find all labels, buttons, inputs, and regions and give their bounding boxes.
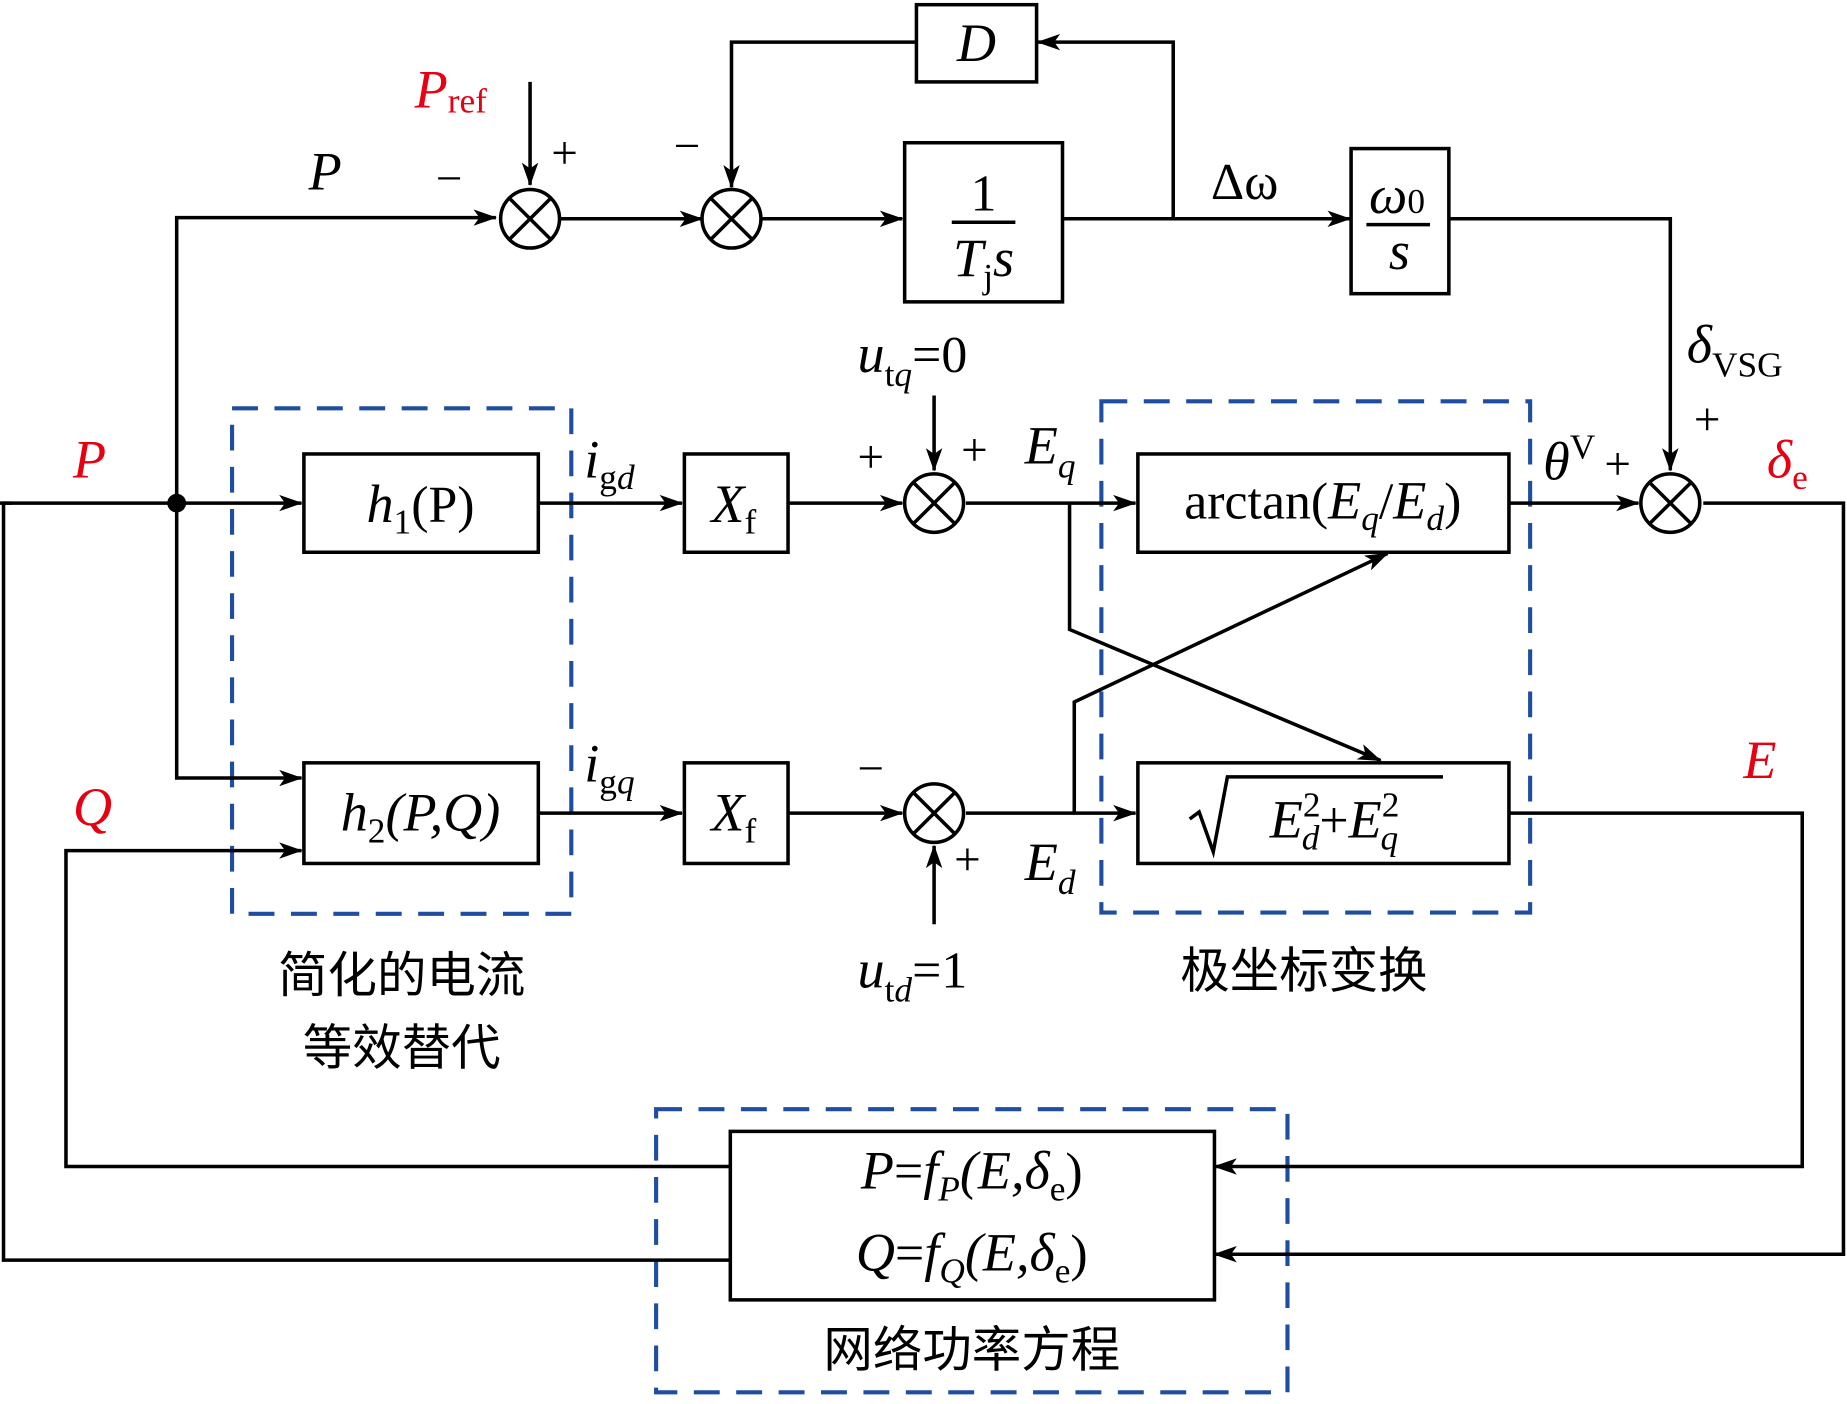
damping-label: D bbox=[956, 13, 996, 73]
sum-junction-1 bbox=[498, 187, 562, 250]
wire-omega-to-damping bbox=[1036, 33, 1175, 219]
inertia-denominator: Tjs bbox=[953, 228, 1014, 296]
label-delta-omega: Δω bbox=[1211, 154, 1278, 211]
sum-junction-2 bbox=[700, 187, 763, 250]
label-polar-transform: 极坐标变换 bbox=[1180, 942, 1427, 1000]
label-u-tq: utq=0 bbox=[858, 324, 968, 394]
xf-block-bottom: Xf bbox=[682, 761, 790, 866]
network-p-equation: P=fP(E,δe) bbox=[860, 1141, 1083, 1209]
sign-sum1-left: − bbox=[436, 153, 463, 205]
arctan-label: arctan(Eq/Ed) bbox=[1184, 470, 1461, 538]
inertia-block: 1 Tjs bbox=[902, 140, 1065, 304]
label-e-d: Ed bbox=[1024, 832, 1076, 902]
label-q-input: Q bbox=[73, 777, 112, 837]
damping-block: D bbox=[914, 2, 1039, 84]
network-q-equation: Q=fQ(E,δe) bbox=[856, 1223, 1088, 1291]
sum-junction-3 bbox=[902, 472, 966, 535]
wire-delta-e-to-network bbox=[1213, 501, 1846, 1263]
sign-sum5-top: + bbox=[1694, 394, 1721, 446]
label-current-equivalent-1: 简化的电流 bbox=[278, 946, 525, 1004]
label-delta-e: δe bbox=[1767, 430, 1808, 498]
arctan-block: arctan(Eq/Ed) bbox=[1136, 452, 1511, 554]
sqrt-sign bbox=[1188, 775, 1443, 859]
label-delta-vsg: δVSG bbox=[1687, 315, 1783, 385]
label-i-gd: igd bbox=[584, 430, 635, 498]
xf-bottom-label: Xf bbox=[709, 783, 756, 851]
wire-damping-to-sum2 bbox=[723, 40, 917, 189]
label-p-input: P bbox=[72, 430, 106, 490]
wire-p-to-sum1 bbox=[174, 209, 498, 504]
h1-block: h1(P) bbox=[302, 452, 541, 554]
group-current-equivalent bbox=[229, 406, 574, 916]
h2-label: h2(P,Q) bbox=[341, 783, 501, 851]
integrator-denominator: s bbox=[1389, 221, 1410, 281]
network-power-block: P=fP(E,δe) Q=fQ(E,δe) bbox=[728, 1129, 1217, 1302]
integrator-block: ω0 s bbox=[1349, 146, 1451, 296]
integrator-numerator: ω0 bbox=[1369, 165, 1425, 225]
wire-q-to-h2 bbox=[64, 842, 731, 1169]
label-p-top: P bbox=[308, 142, 342, 202]
label-u-td: utd=1 bbox=[858, 940, 968, 1010]
label-current-equivalent-2: 等效替代 bbox=[303, 1019, 501, 1077]
label-i-gq: igq bbox=[584, 734, 634, 802]
sign-sum3-left: + bbox=[858, 432, 885, 484]
label-network-power: 网络功率方程 bbox=[823, 1321, 1120, 1379]
group-polar-transform bbox=[1099, 399, 1533, 915]
sign-sum5-left: + bbox=[1604, 439, 1631, 491]
label-theta-v: θV bbox=[1543, 428, 1596, 492]
wire-network-p-out bbox=[1, 501, 731, 1262]
wire-p-to-h2 bbox=[174, 503, 303, 787]
xf-block-top: Xf bbox=[682, 452, 790, 554]
sign-sum2-top: − bbox=[674, 121, 701, 173]
h2-block: h2(P,Q) bbox=[302, 761, 541, 866]
sign-sum1-top: + bbox=[551, 128, 578, 180]
sign-sum3-top: + bbox=[961, 425, 988, 477]
label-e-q: Eq bbox=[1024, 415, 1076, 485]
sum-junction-4 bbox=[902, 782, 966, 845]
label-e-out: E bbox=[1742, 730, 1776, 790]
label-p-ref: Pref bbox=[414, 60, 488, 120]
sign-sum4-left: − bbox=[858, 743, 885, 795]
xf-top-label: Xf bbox=[709, 474, 756, 542]
inertia-numerator: 1 bbox=[971, 166, 997, 223]
sum-junction-5 bbox=[1639, 472, 1702, 535]
wire-ed-to-arctan bbox=[1072, 551, 1389, 814]
group-network-power bbox=[654, 1107, 1290, 1395]
h1-label: h1(P) bbox=[366, 474, 474, 542]
wire-integrator-to-sum5 bbox=[1448, 217, 1679, 472]
wire-e-to-network bbox=[1213, 811, 1805, 1175]
sign-sum4-bottom: + bbox=[954, 834, 981, 886]
wire-eq-to-magnitude bbox=[1067, 503, 1382, 763]
